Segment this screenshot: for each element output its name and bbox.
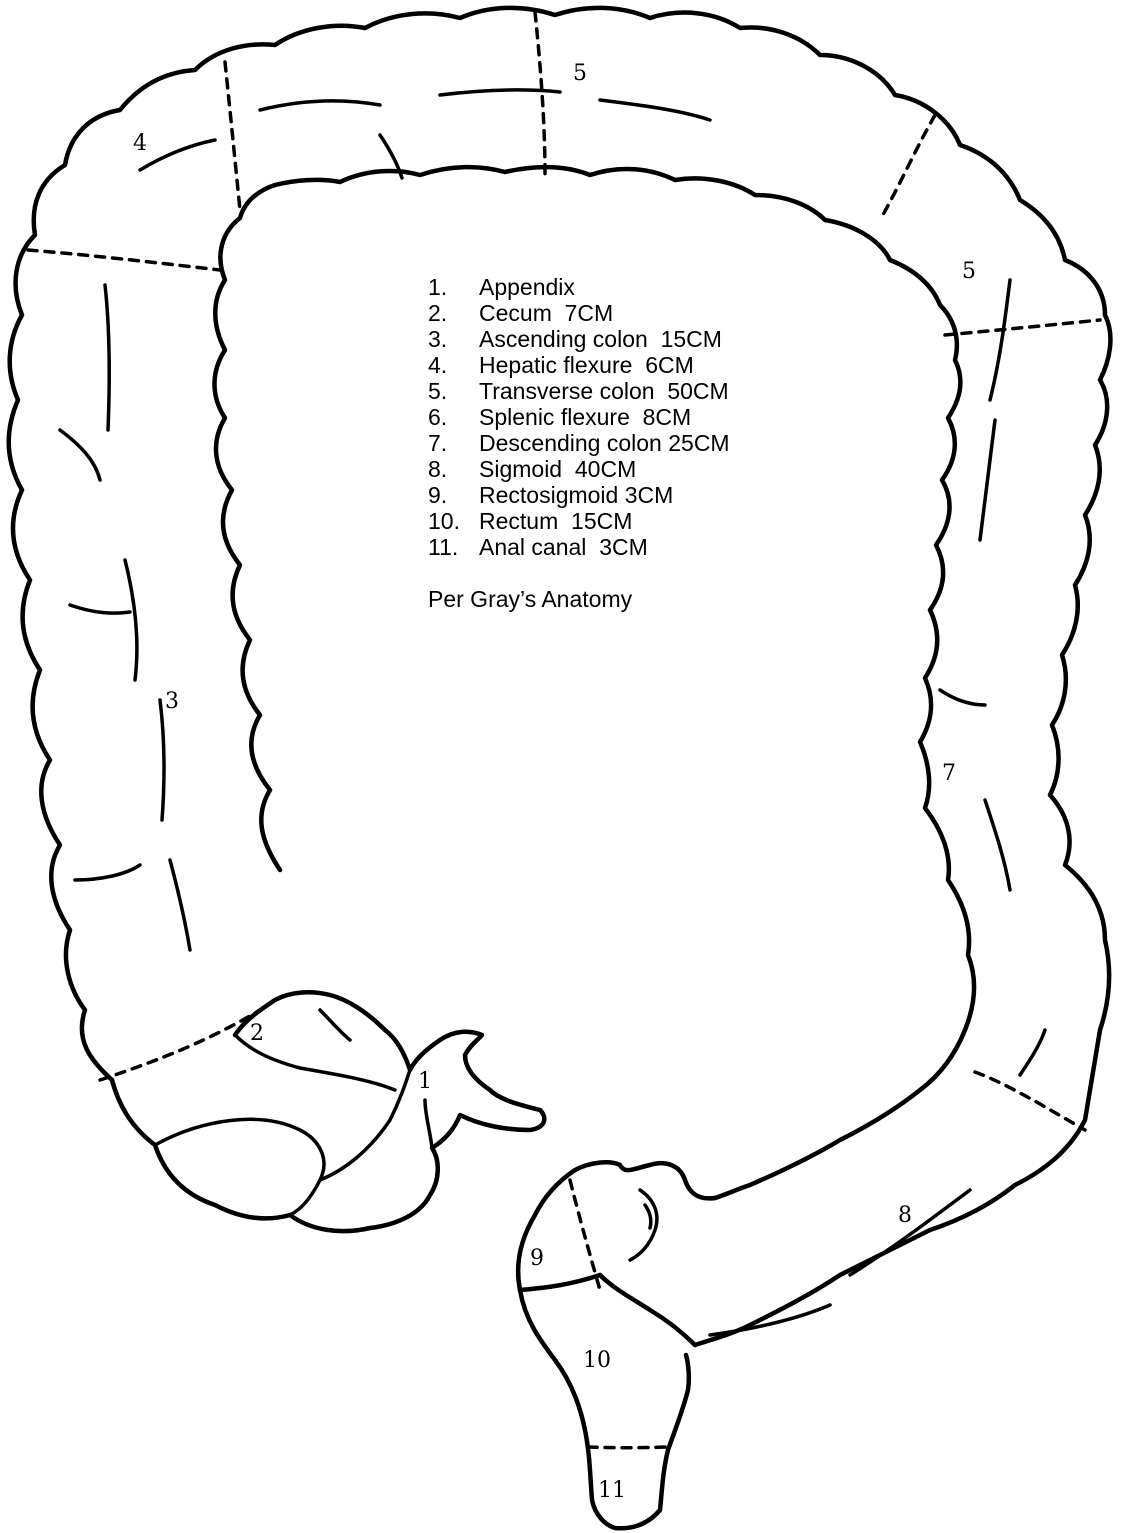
ascending-fold (70, 605, 130, 613)
legend-item-number: 7. (428, 430, 479, 456)
divider-rectosigmoid (570, 1180, 600, 1290)
legend-item-number: 10. (428, 508, 479, 534)
legend-item-text: Rectum 15CM (479, 508, 632, 534)
transverse-fold (440, 90, 560, 95)
legend-item: 5.Transverse colon 50CM (428, 378, 730, 404)
source-note: Per Gray’s Anatomy (428, 586, 730, 612)
segment-label-rectosigmoid: 9 (530, 1246, 544, 1271)
descending-fold (990, 280, 1010, 400)
legend-item: 10.Rectum 15CM (428, 508, 730, 534)
segment-label-sigmoid: 8 (898, 1203, 912, 1228)
segment-label-transverse: 5 (573, 61, 587, 86)
legend-item: 3.Ascending colon 15CM (428, 326, 730, 352)
divider-sigmoid (975, 1072, 1085, 1130)
legend-item: 9.Rectosigmoid 3CM (428, 482, 730, 508)
segment-legend: 1.Appendix 2.Cecum 7CM 3.Ascending colon… (428, 274, 730, 612)
segment-label-cecum: 2 (250, 1021, 264, 1046)
cecum-outline (112, 992, 544, 1231)
transverse-fold (600, 100, 710, 120)
descending-fold (940, 690, 985, 705)
legend-item: 11.Anal canal 3CM (428, 534, 730, 560)
descending-fold (1020, 1030, 1045, 1075)
transverse-fold (260, 101, 380, 110)
ascending-fold (75, 865, 140, 880)
segment-label-anal: 11 (598, 1478, 626, 1503)
legend-item-number: 6. (428, 404, 479, 430)
legend-item-text: Hepatic flexure 6CM (479, 352, 694, 378)
legend-item-number: 5. (428, 378, 479, 404)
ascending-fold (160, 700, 164, 820)
legend-item: 7.Descending colon 25CM (428, 430, 730, 456)
rectosigmoid-loop (600, 1275, 695, 1345)
legend-item-number: 3. (428, 326, 479, 352)
legend-item-number: 4. (428, 352, 479, 378)
legend-item-text: Transverse colon 50CM (479, 378, 729, 404)
ascending-fold (105, 285, 109, 430)
legend-item: 8.Sigmoid 40CM (428, 456, 730, 482)
legend-item-number: 11. (428, 534, 479, 560)
segment-label-ascending: 3 (165, 689, 179, 714)
descending-fold (980, 420, 995, 540)
descending-fold (985, 800, 1010, 890)
rectosigmoid-fold (645, 1205, 651, 1228)
segment-label-rectum: 10 (583, 1348, 611, 1373)
legend-item-text: Splenic flexure 8CM (479, 404, 691, 430)
ascending-fold (170, 860, 190, 950)
legend-item-text: Descending colon 25CM (479, 430, 730, 456)
cecum-fold (320, 1070, 410, 1180)
legend-item: 1.Appendix (428, 274, 730, 300)
legend-item: 6.Splenic flexure 8CM (428, 404, 730, 430)
legend-item-number: 2. (428, 300, 479, 326)
cecum-fold (155, 1119, 324, 1215)
legend-item-text: Sigmoid 40CM (479, 456, 636, 482)
sigmoid-fold (710, 1305, 830, 1335)
divider-cecum (100, 1010, 260, 1080)
cecum-fold (320, 1010, 350, 1040)
segment-label-hepatic: 4 (133, 131, 147, 156)
appendix-fold (425, 1100, 432, 1148)
divider-splenic (880, 115, 935, 220)
legend-item-text: Ascending colon 15CM (479, 326, 722, 352)
legend-item-text: Appendix (479, 274, 575, 300)
rectosigmoid-outline (518, 1162, 715, 1290)
ascending-fold (60, 430, 100, 480)
divider-ascending-hepatic (28, 250, 220, 270)
ascending-fold (125, 560, 137, 680)
legend-item-text: Cecum 7CM (479, 300, 613, 326)
transverse-fold (140, 140, 215, 170)
rectosigmoid-fold (630, 1190, 657, 1260)
divider-hepatic (225, 62, 240, 210)
segment-label-descending: 7 (942, 761, 956, 786)
colon-outer-wall (9, 8, 1111, 1345)
divider-anal (588, 1447, 666, 1448)
legend-item-number: 9. (428, 482, 479, 508)
segment-label-splenic: 5 (962, 259, 976, 284)
legend-item-number: 8. (428, 456, 479, 482)
rectosigmoid-base (520, 1275, 600, 1290)
divider-transverse-mid (535, 12, 545, 175)
legend-item-text: Rectosigmoid 3CM (479, 482, 673, 508)
legend-item-text: Anal canal 3CM (479, 534, 648, 560)
legend-item-number: 1. (428, 274, 479, 300)
legend-item: 4.Hepatic flexure 6CM (428, 352, 730, 378)
legend-item: 2.Cecum 7CM (428, 300, 730, 326)
divider-descending (945, 320, 1100, 335)
segment-label-appendix: 1 (418, 1069, 432, 1094)
